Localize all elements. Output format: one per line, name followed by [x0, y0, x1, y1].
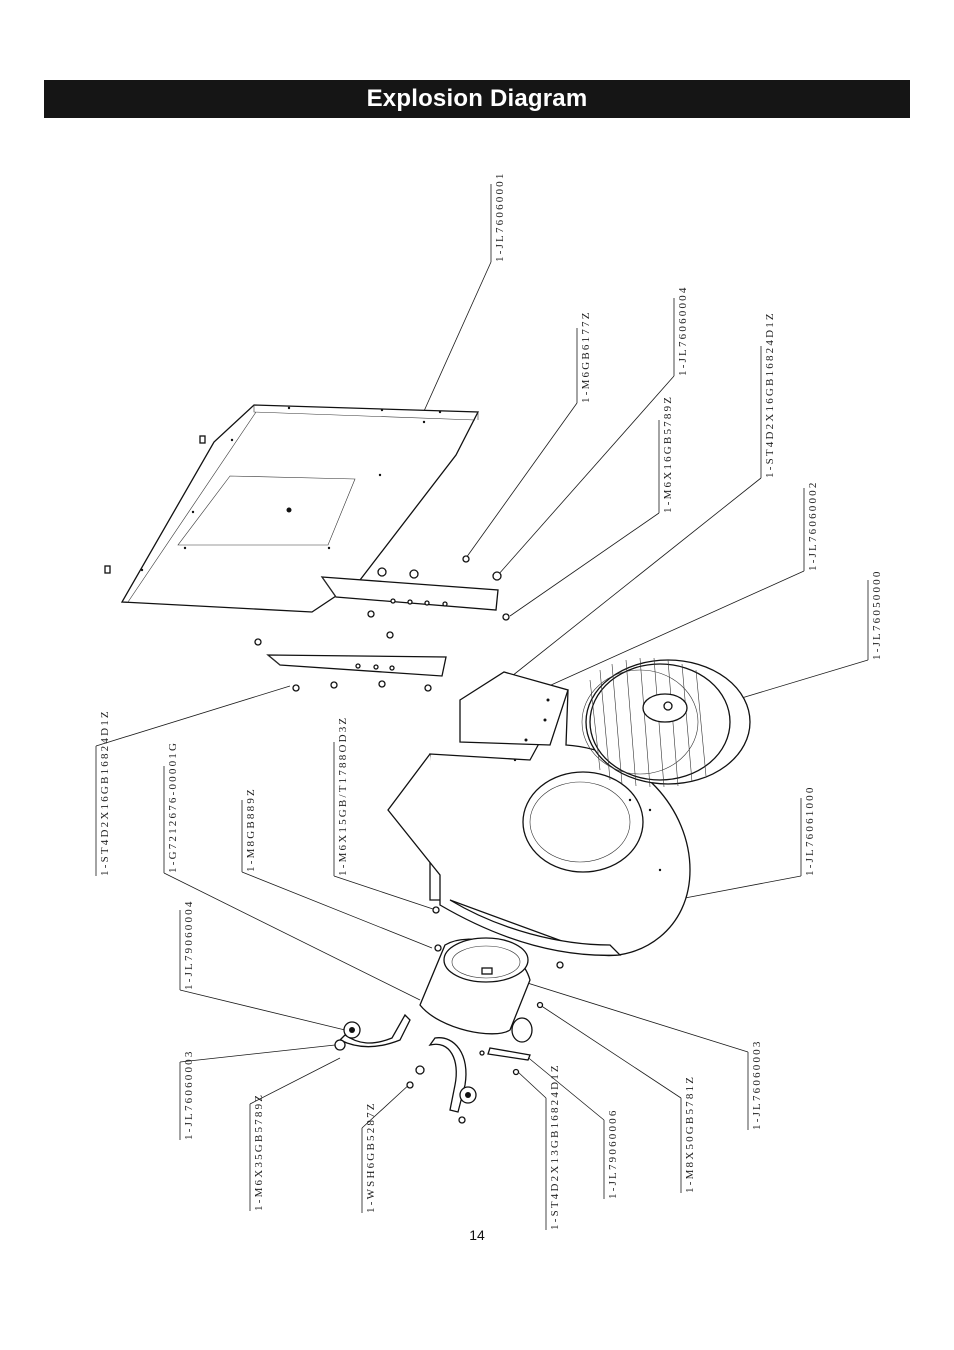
part-label-18: 1-G7212676-00001G: [167, 741, 179, 873]
motor-hardware: [334, 906, 564, 1124]
part-label-8: 1-JL76061000: [804, 785, 816, 876]
top-plate: [104, 404, 480, 613]
part-label-16: 1-JL79060004: [183, 899, 195, 990]
part-label-14: 1-M6X35GB5789Z: [253, 1093, 265, 1211]
part-label-10: 1-M8X50GB5781Z: [684, 1075, 696, 1193]
part-label-17: 1-M8GB889Z: [245, 787, 257, 872]
page-title: Explosion Diagram: [366, 85, 588, 112]
part-label-2: 1-M6GB6177Z: [580, 310, 592, 403]
part-label-11: 1-JL79060006: [607, 1108, 619, 1199]
part-label-5: 1-ST4D2X16GB16824D1Z: [764, 311, 776, 478]
top-bracket: [320, 555, 510, 621]
part-label-15: 1-JL76060003: [183, 1049, 195, 1140]
part-label-4: 1-M6X16GB5789Z: [662, 395, 674, 513]
part-labels: 1-JL76060001 1-M6GB6177Z 1-JL76060004 1-…: [99, 171, 883, 1230]
title-bar: Explosion Diagram: [44, 80, 910, 118]
blower-housing: [387, 671, 691, 957]
part-label-3: 1-JL76060004: [677, 285, 689, 376]
part-label-20: 1-ST4D2X16GB16824D1Z: [99, 709, 111, 876]
part-label-12: 1-ST4D2X13GB16824D1Z: [549, 1063, 561, 1230]
part-label-7: 1-JL76050000: [871, 569, 883, 660]
side-bracket: [254, 631, 447, 692]
part-label-9: 1-JL76060003: [751, 1039, 763, 1130]
motor-ring: [419, 937, 531, 1035]
label-baselines: [95, 184, 869, 1230]
part-label-1: 1-JL76060001: [494, 171, 506, 262]
page-number: 14: [469, 1227, 485, 1243]
part-label-6: 1-JL76060002: [807, 480, 819, 571]
part-label-13: 1-WSH6GB5287Z: [365, 1101, 377, 1213]
leader-lines: [95, 261, 869, 1129]
blower-wheel: [581, 657, 751, 788]
part-label-19: 1-M6X15GB/T1788OD3Z: [337, 716, 349, 876]
